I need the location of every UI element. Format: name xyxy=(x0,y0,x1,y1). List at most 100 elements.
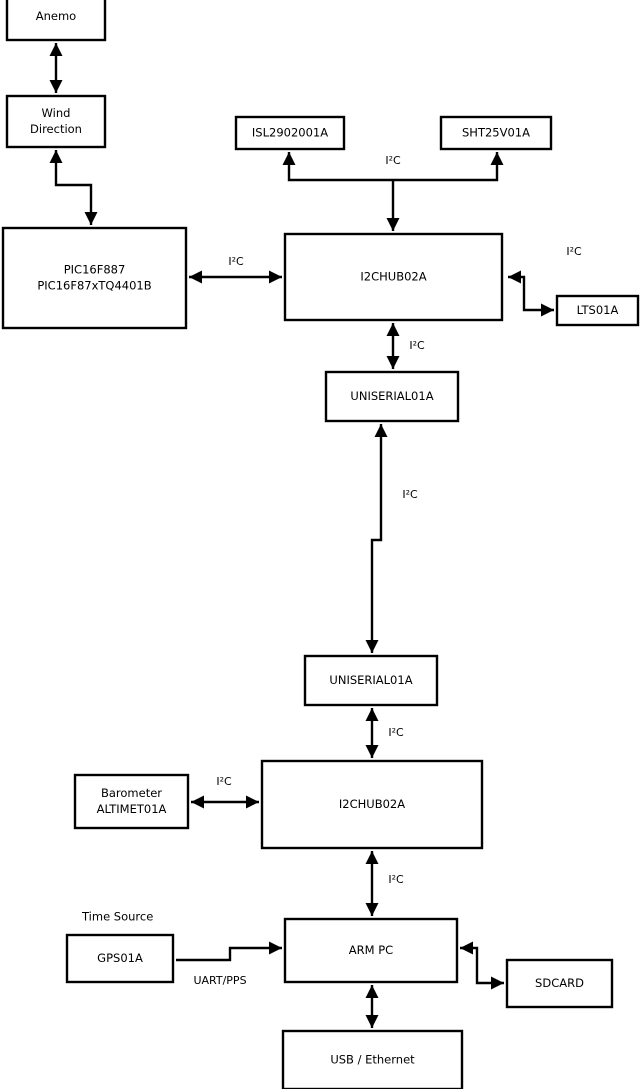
node-label: PIC16F887 xyxy=(64,263,126,277)
edge-armpc-usbeth xyxy=(365,985,379,1028)
arrow-head-start xyxy=(508,270,521,284)
edge-pic-hub: I²C xyxy=(189,255,282,284)
free-labels-layer: Time Source xyxy=(81,910,153,924)
arrow-head-start xyxy=(365,985,379,998)
arrow-head-start xyxy=(460,941,473,955)
node-label: Barometer xyxy=(101,786,162,800)
arrow-head-end xyxy=(84,212,98,225)
edge-hub-sensors: I²C xyxy=(282,152,504,182)
node-label: ALTIMET01A xyxy=(97,802,167,816)
node-label: LTS01A xyxy=(577,303,619,317)
edge-uniserial-uniserial: I²C xyxy=(365,424,418,653)
node-label: SDCARD xyxy=(535,976,584,990)
arrow-head-end xyxy=(246,795,259,809)
edge-label-hub-uniserial: I²C xyxy=(409,339,425,352)
node-sdcard[interactable]: SDCARD xyxy=(505,958,614,1009)
node-box[interactable] xyxy=(1,226,188,330)
node-label: ISL2902001A xyxy=(252,126,328,140)
node-uniserial_up[interactable]: UNISERIAL01A xyxy=(324,370,460,423)
node-box[interactable] xyxy=(439,115,553,151)
edge-anemo-wind xyxy=(49,43,63,93)
arrow-head-start xyxy=(386,323,400,336)
arrow-head-end xyxy=(269,941,282,955)
node-isl[interactable]: ISL2902001A xyxy=(234,115,346,151)
edge-label-hub2-armpc: I²C xyxy=(388,873,404,886)
arrow-head-start xyxy=(189,270,202,284)
arrow-head-start xyxy=(374,424,388,437)
node-label: USB / Ethernet xyxy=(330,1053,415,1067)
edge-line xyxy=(508,275,554,312)
node-label: GPS01A xyxy=(97,951,143,965)
edge-line xyxy=(176,946,282,962)
edge-line xyxy=(370,424,383,653)
arrow-head-end xyxy=(365,903,379,916)
arrow-head-end xyxy=(386,356,400,369)
node-gps[interactable]: GPS01A xyxy=(65,933,175,984)
edge-sensors-hub xyxy=(386,180,400,231)
node-label: Anemo xyxy=(36,9,76,23)
node-hub_top[interactable]: I2CHUB02A xyxy=(283,232,504,322)
node-lts[interactable]: LTS01A xyxy=(555,294,640,327)
arrow-head-end xyxy=(541,303,554,317)
node-hub_bottom[interactable]: I2CHUB02A xyxy=(260,759,484,850)
arrow-head-start xyxy=(49,43,63,56)
node-box[interactable] xyxy=(283,232,504,322)
node-box[interactable] xyxy=(324,370,460,423)
node-label: I2CHUB02A xyxy=(339,797,405,811)
edge-hub2-armpc: I²C xyxy=(365,851,404,916)
node-label: PIC16F87xTQ4401B xyxy=(37,279,151,293)
edge-hub-lts: I²C xyxy=(508,245,582,317)
arrow-head-start xyxy=(365,708,379,721)
node-label: UNISERIAL01A xyxy=(329,673,412,687)
node-uniserial_lo[interactable]: UNISERIAL01A xyxy=(303,654,439,707)
node-box[interactable] xyxy=(73,773,190,830)
arrow-head-end xyxy=(49,80,63,93)
edge-line xyxy=(460,946,504,985)
node-box[interactable] xyxy=(505,958,614,1009)
node-usbeth[interactable]: USB / Ethernet xyxy=(281,1029,464,1089)
node-box[interactable] xyxy=(5,0,107,42)
edge-barometer-hub2: I²C xyxy=(191,775,259,809)
edge-line xyxy=(54,150,93,225)
node-box[interactable] xyxy=(283,917,459,984)
node-label: UNISERIAL01A xyxy=(350,389,433,403)
edge-uniserial-hub2: I²C xyxy=(365,708,404,758)
node-box[interactable] xyxy=(234,115,346,151)
arrow-head-end xyxy=(269,270,282,284)
edge-gps-armpc: UART/PPS xyxy=(176,941,282,987)
arrow-head-end xyxy=(386,218,400,231)
edge-label-pic-hub: I²C xyxy=(228,255,244,268)
node-box[interactable] xyxy=(65,933,175,984)
node-label: SHT25V01A xyxy=(462,126,530,140)
node-label: Wind xyxy=(42,106,71,120)
node-box[interactable] xyxy=(260,759,484,850)
edge-label-barometer-hub2: I²C xyxy=(216,775,232,788)
node-box[interactable] xyxy=(303,654,439,707)
edge-label-uniserial-hub2: I²C xyxy=(388,726,404,739)
edge-hub-uniserial: I²C xyxy=(386,323,425,369)
node-sht[interactable]: SHT25V01A xyxy=(439,115,553,151)
edge-label-gps-armpc: UART/PPS xyxy=(193,974,246,987)
arrow-head-start xyxy=(365,851,379,864)
edges-layer: I²C I²C I²C I²C I²C I²C I²C I²C UART/PPS xyxy=(49,43,582,1028)
arrow-head-end xyxy=(491,976,504,990)
arrow-head-end xyxy=(365,640,379,653)
node-box[interactable] xyxy=(281,1029,464,1089)
arrow-head-end xyxy=(365,745,379,758)
node-anemo[interactable]: Anemo xyxy=(5,0,107,42)
node-box[interactable] xyxy=(5,94,107,149)
node-armpc[interactable]: ARM PC xyxy=(283,917,459,984)
arrow-head-start xyxy=(191,795,204,809)
edge-label-hub-lts: I²C xyxy=(566,245,582,258)
edge-label-hub-sensors: I²C xyxy=(385,154,401,167)
arrow-head-start xyxy=(282,152,296,165)
node-label: ARM PC xyxy=(349,943,393,957)
arrow-head-end xyxy=(365,1015,379,1028)
node-box[interactable] xyxy=(555,294,640,327)
